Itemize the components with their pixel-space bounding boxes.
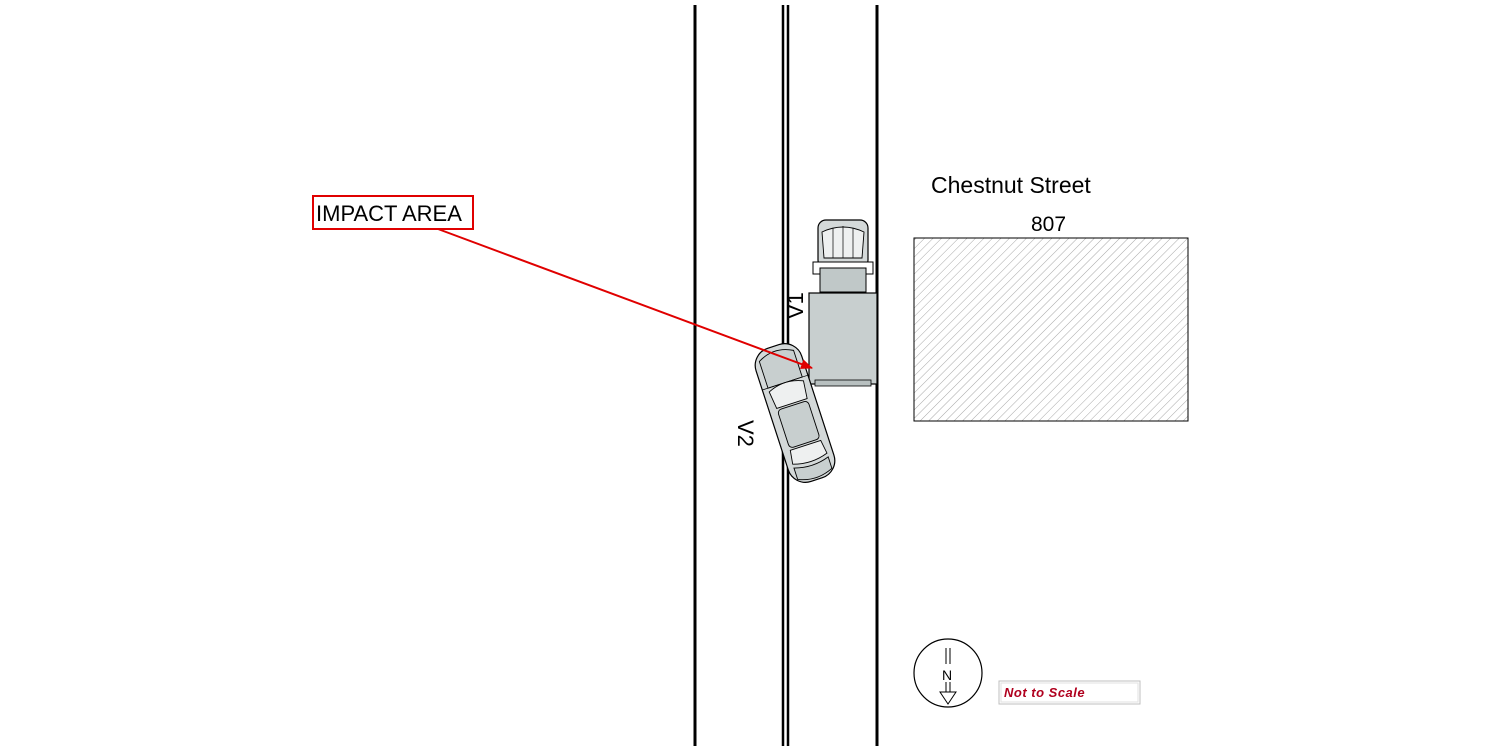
compass-n-label: N [942, 667, 952, 683]
impact-area-label-box [312, 195, 474, 230]
street-name-label: Chestnut Street [931, 172, 1091, 198]
scale-note: Not to Scale [998, 680, 1141, 705]
compass-circle [913, 638, 983, 708]
compass: N [913, 638, 983, 708]
building-807 [913, 237, 1189, 422]
building-number-label: 807 [1031, 213, 1066, 236]
vehicle-v1-label: V1 [783, 292, 808, 319]
not-to-scale-label: Not to Scale [1004, 685, 1085, 700]
impact-area-callout: IMPACT AREA [312, 195, 813, 369]
vehicle-v2-label: V2 [733, 420, 758, 447]
impact-area-label: IMPACT AREA [316, 201, 462, 226]
vehicle-v2-sedan-icon [754, 343, 836, 483]
impact-area-arrow [437, 228, 813, 369]
vehicle-v1-pickup-icon [808, 219, 878, 387]
